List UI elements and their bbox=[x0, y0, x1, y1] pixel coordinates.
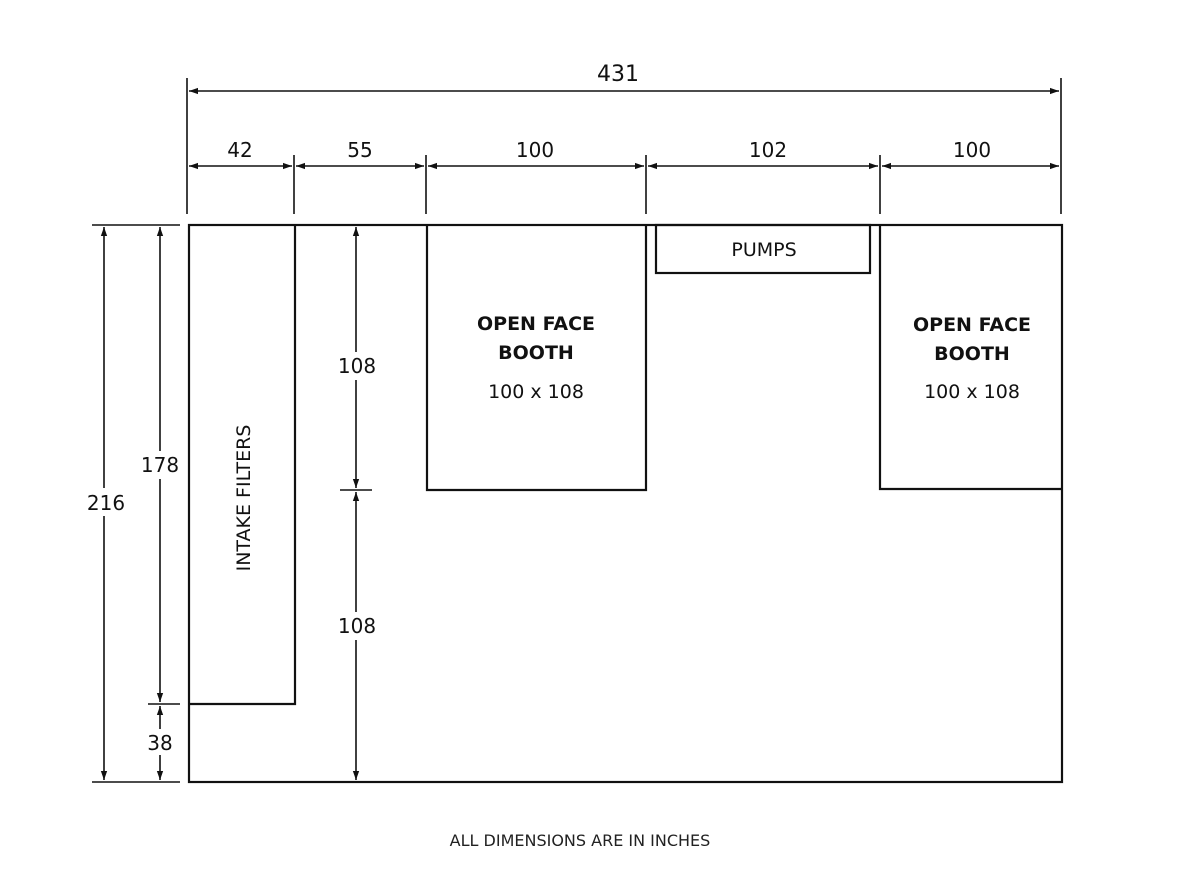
segment-width-3: 100 bbox=[516, 138, 554, 162]
overall-height-dimension: 216 bbox=[84, 227, 126, 780]
booth-right-title-line2: BOOTH bbox=[934, 343, 1010, 365]
bottom-gap-label: 38 bbox=[147, 731, 172, 755]
booth-left-size: 100 x 108 bbox=[488, 381, 584, 403]
booth-left-title-line1: OPEN FACE bbox=[477, 313, 595, 335]
overall-height-label: 216 bbox=[87, 491, 125, 515]
intake-height-dimension: 178 bbox=[139, 227, 181, 702]
top-extension-lines bbox=[186, 78, 1062, 214]
booth-depth-dimensions: 108 108 bbox=[334, 227, 378, 780]
booth-depth-lower-label: 108 bbox=[338, 614, 376, 638]
booth-left-title-line2: BOOTH bbox=[498, 342, 574, 364]
booth-left-room: OPEN FACE BOOTH 100 x 108 bbox=[425, 225, 648, 492]
pumps-room: PUMPS bbox=[654, 223, 872, 275]
segment-width-1: 42 bbox=[227, 138, 252, 162]
building-outline bbox=[187, 223, 1064, 784]
bottom-gap-dimension: 38 bbox=[142, 706, 178, 780]
booth-depth-upper-label: 108 bbox=[338, 354, 376, 378]
segment-width-dimensions: 42 55 100 102 100 bbox=[189, 138, 1059, 170]
segment-width-4: 102 bbox=[749, 138, 787, 162]
segment-width-2: 55 bbox=[347, 138, 372, 162]
intake-height-label: 178 bbox=[141, 453, 179, 477]
overall-width-dimension: 431 bbox=[189, 62, 1059, 95]
booth-right-size: 100 x 108 bbox=[924, 381, 1020, 403]
overall-width-label: 431 bbox=[597, 62, 639, 87]
pumps-label: PUMPS bbox=[731, 239, 796, 261]
booth-right-title-line1: OPEN FACE bbox=[913, 314, 1031, 336]
booth-right-room: OPEN FACE BOOTH 100 x 108 bbox=[878, 225, 1062, 491]
units-note: ALL DIMENSIONS ARE IN INCHES bbox=[450, 831, 711, 850]
segment-width-5: 100 bbox=[953, 138, 991, 162]
left-extension-lines bbox=[92, 224, 180, 783]
intake-filters-room: INTAKE FILTERS bbox=[189, 225, 297, 706]
intake-filters-label: INTAKE FILTERS bbox=[233, 425, 255, 572]
